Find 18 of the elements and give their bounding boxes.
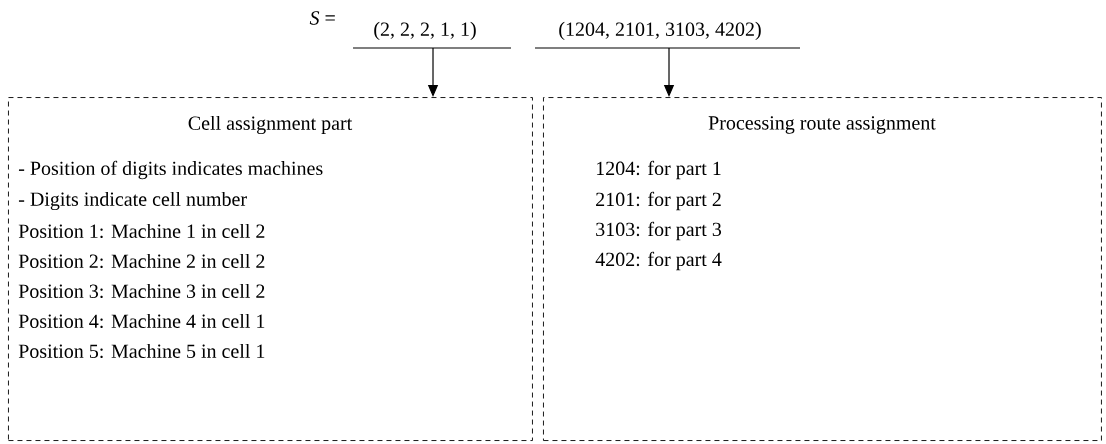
tuple-text: (2, 2, 2, 1, 1) xyxy=(374,21,476,40)
box-line: 4202: for part 4 xyxy=(595,251,722,271)
box-line: - Position of digits indicates machines xyxy=(18,160,323,180)
box-heading: Cell assignment part xyxy=(188,115,353,135)
box-line: Position 3: Machine 3 in cell 2 xyxy=(18,283,265,299)
box-heading: Processing route assignment xyxy=(708,116,936,134)
dashed-box xyxy=(543,97,1102,441)
box-line: Position 4: Machine 4 in cell 1 xyxy=(18,313,265,329)
tuple-text: (1204, 2101, 3103, 4202) xyxy=(559,21,761,40)
box-line: Position 2: Machine 2 in cell 2 xyxy=(18,253,265,269)
box-line: Position 5: Machine 5 in cell 1 xyxy=(18,343,265,359)
equation-label: S = xyxy=(309,11,335,25)
box-line: 3103: for part 3 xyxy=(596,221,722,241)
dashed-box xyxy=(8,97,533,441)
box-line: 2101: for part 2 xyxy=(596,191,721,211)
box-line: Position 1: Machine 1 in cell 2 xyxy=(18,223,265,239)
box-line: 1204: for part 1 xyxy=(596,160,721,180)
box-line: - Digits indicate cell number xyxy=(18,191,247,211)
